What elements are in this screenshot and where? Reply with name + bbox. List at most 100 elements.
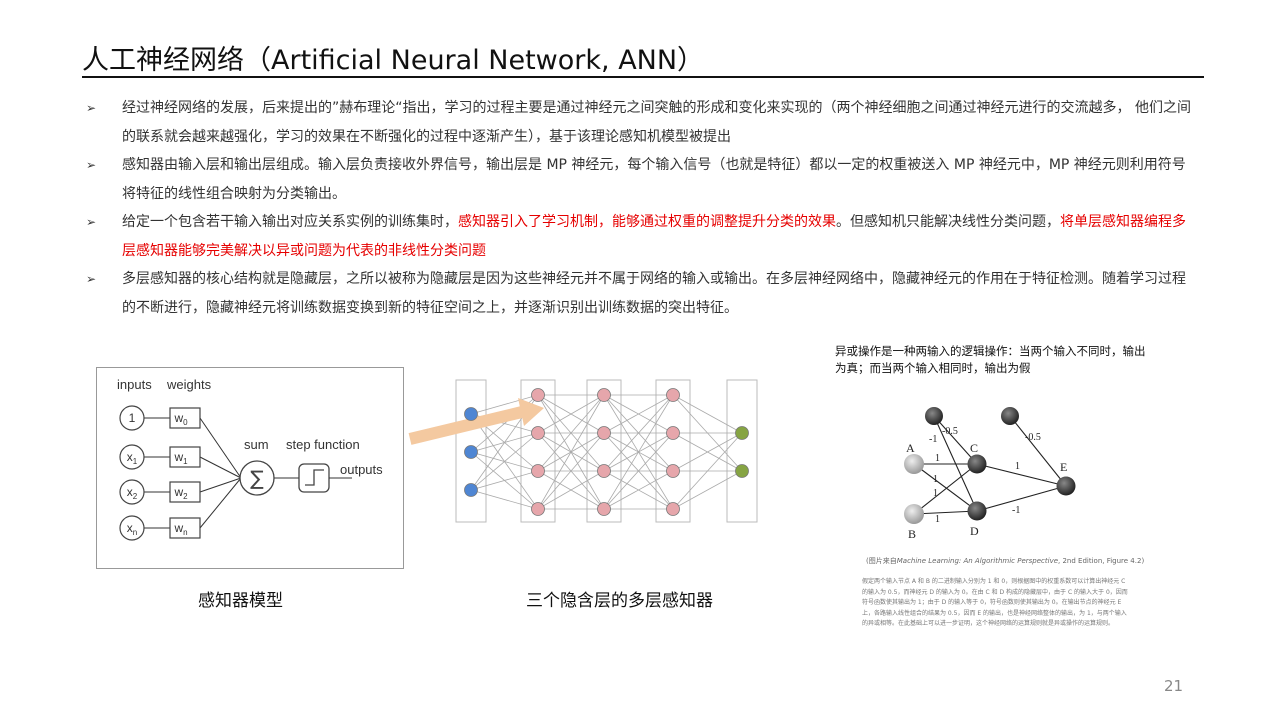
bullet-list: ➢ 经过神经网络的发展，后来提出的”赫布理论“指出，学习的过程主要是通过神经元之间…	[86, 94, 1196, 322]
highlighted-text: 感知器引入了学习机制，能够通过权重的调整提升分类的效果	[458, 214, 836, 230]
step-function-icon	[305, 469, 324, 486]
input-node	[119, 405, 145, 431]
connection-line	[470, 432, 539, 491]
input-node	[119, 515, 145, 541]
source-suffix: , 2nd Edition, Figure 4.2)	[1058, 557, 1145, 565]
weight-bias-c: -0.5	[942, 426, 958, 437]
source-title: Machine Learning: An Algorithmic Perspec…	[896, 557, 1059, 565]
connection-line	[603, 470, 674, 510]
input-neuron	[464, 407, 478, 421]
sum-label: sum	[244, 437, 269, 452]
bullet-text: 。但感知机只能解决线性分类问题，	[836, 214, 1060, 230]
connection-line	[672, 432, 743, 510]
weight-box	[169, 446, 201, 468]
input-symbol: x	[127, 521, 133, 535]
edge-bias-c	[933, 415, 978, 465]
output-neuron	[735, 464, 749, 478]
edge-d-e	[976, 485, 1067, 512]
weight-bias-e: -0.5	[1025, 432, 1041, 443]
connection-line	[537, 394, 605, 434]
input-node-label: x1	[127, 450, 138, 466]
input-subscript: n	[133, 528, 137, 537]
connection-line	[470, 470, 539, 491]
weight-label: w0	[173, 411, 188, 427]
weight-to-sum-line	[199, 477, 242, 493]
input-node-label: xn	[127, 521, 137, 537]
bullet-marker-icon: ➢	[86, 158, 97, 172]
weight-to-sum-line	[199, 477, 242, 529]
connection-line	[672, 432, 743, 472]
bullet-marker-icon: ➢	[86, 272, 97, 286]
weight-subscript: 2	[183, 492, 188, 501]
edge-a-d	[913, 463, 978, 512]
weight-box	[169, 481, 201, 503]
node-e	[1056, 476, 1076, 496]
layer-frame	[726, 379, 758, 523]
connection-line	[537, 432, 605, 510]
hidden-neuron	[531, 426, 545, 440]
bullet-item: ➢ 感知器由输入层和输出层组成。输入层负责接收外界信号，输出层是 MP 神经元，每…	[86, 151, 1196, 208]
input-node-label: 1	[129, 411, 136, 425]
arrow-shaft	[408, 406, 524, 445]
mlp-caption: 三个隐含层的多层感知器	[526, 591, 713, 611]
hidden-neuron	[531, 388, 545, 402]
hidden-neuron	[597, 502, 611, 516]
hidden-neuron	[531, 502, 545, 516]
bullet-marker-icon: ➢	[86, 101, 97, 115]
input-node-label: x2	[127, 485, 138, 501]
weight-box	[169, 407, 201, 429]
hidden-neuron	[666, 388, 680, 402]
sum-symbol: ∑	[250, 466, 264, 490]
perceptron-weights-label: weights	[166, 377, 212, 392]
layer-frame	[655, 379, 691, 523]
weight-to-sum-line	[199, 456, 242, 479]
connection-line	[537, 394, 605, 472]
bias-node-hidden	[925, 407, 943, 425]
perceptron-inputs-label: inputs	[117, 377, 152, 392]
input-neuron	[464, 483, 478, 497]
weight-a-d: 1	[933, 474, 938, 485]
bullet-text: 经过神经网络的发展，后来提出的”赫布理论“指出，学习的过程主要是通过神经元之间突…	[122, 100, 1191, 145]
sum-node	[239, 460, 275, 496]
label-a: A	[906, 441, 915, 455]
xor-explanation: 假定两个输入节点 A 和 B 的二进制输入分别为 1 和 0，则根据图中的权重系…	[862, 578, 1128, 627]
connection-line	[672, 470, 743, 510]
weight-symbol: w	[173, 450, 183, 464]
weight-label: wn	[173, 521, 187, 537]
bias-node-output	[1001, 407, 1019, 425]
weight-subscript: 1	[183, 457, 188, 466]
weight-to-sum-line	[199, 417, 242, 479]
weight-c-e: 1	[1015, 461, 1020, 472]
edge-c-e	[976, 463, 1067, 487]
connection-line	[537, 470, 605, 510]
connection-line	[603, 394, 674, 510]
bullet-text: 感知器由输入层和输出层组成。输入层负责接收外界信号，输出层是 MP 神经元，每个…	[122, 157, 1186, 202]
input-symbol: x	[127, 485, 133, 499]
layer-frame	[455, 379, 487, 523]
input-node	[119, 444, 145, 470]
input-symbol: x	[127, 450, 133, 464]
bullet-item: ➢多层感知器的核心结构就是隐藏层，之所以被称为隐藏层是因为这些神经元并不属于网络…	[86, 265, 1196, 322]
hidden-neuron	[597, 426, 611, 440]
input-subscript: 1	[133, 457, 138, 466]
node-c	[967, 454, 987, 474]
label-d: D	[970, 524, 979, 538]
arrow-head-icon	[518, 398, 544, 426]
hidden-neuron	[531, 464, 545, 478]
bullet-item: ➢ 经过神经网络的发展，后来提出的”赫布理论“指出，学习的过程主要是通过神经元之间…	[86, 94, 1196, 151]
weight-symbol: w	[173, 485, 183, 499]
highlighted-text: 将单层感知器编程多层感知器能够完美解决以异或问题为代表的非线性分类问题	[122, 214, 1186, 259]
weight-label: w2	[173, 485, 188, 501]
connection-line	[470, 489, 539, 510]
mlp-diagram	[408, 379, 758, 523]
weight-a-c: 1	[935, 453, 940, 464]
input-neuron	[464, 445, 478, 459]
weight-b-c: 1	[933, 488, 938, 499]
edge-b-d	[913, 510, 978, 515]
weight-bias-d: -1	[929, 434, 937, 445]
bullet-text: 给定一个包含若干输入输出对应关系实例的训练集时，	[122, 214, 458, 230]
slide-title: 人工神经网络（Artificial Neural Network, ANN）	[82, 45, 705, 76]
label-b: B	[908, 527, 916, 541]
hidden-neuron	[666, 426, 680, 440]
